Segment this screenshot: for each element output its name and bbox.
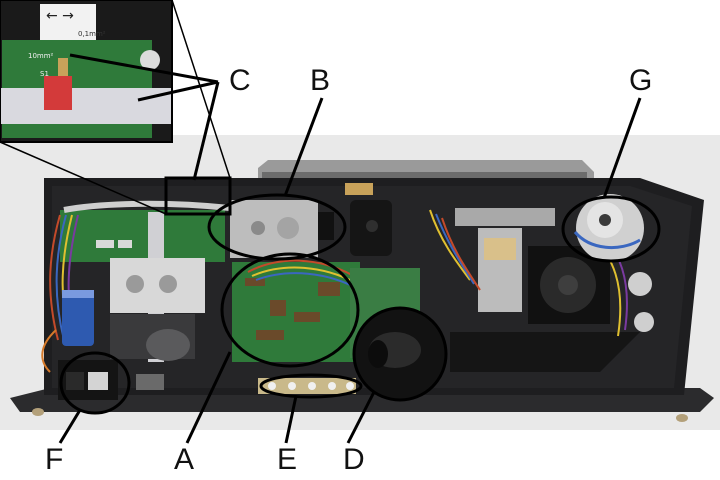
capacitor xyxy=(62,290,94,346)
clamp-screw-right xyxy=(159,275,177,293)
callout-b-ellipse xyxy=(207,193,347,261)
inset-red-connector xyxy=(44,76,72,110)
callout-e-ellipse xyxy=(259,373,363,399)
pulley-right-2 xyxy=(634,312,654,332)
leader-c-lower xyxy=(192,81,220,181)
mount-screw xyxy=(251,221,265,235)
pulley-wire xyxy=(573,230,641,250)
lens-glass xyxy=(368,340,388,368)
pcb-left xyxy=(60,210,225,262)
callout-label-b: B xyxy=(310,64,331,97)
leader-b xyxy=(283,97,324,197)
callout-f-ellipse xyxy=(59,351,131,415)
motor-hub xyxy=(366,220,378,232)
callout-label-c: C xyxy=(229,64,251,97)
pcb-center-components xyxy=(245,278,340,340)
inset-sticker xyxy=(40,4,96,40)
inset-link-left xyxy=(0,141,167,215)
inset-arrows: ← → xyxy=(46,8,74,24)
bolt-strip xyxy=(258,378,356,394)
leader-e xyxy=(284,395,298,444)
pcb-left-connectors xyxy=(96,240,132,248)
wire-bundle-left xyxy=(41,214,79,373)
callout-label-d: D xyxy=(343,443,365,476)
capacitor-top xyxy=(62,290,94,298)
transformer-rail xyxy=(455,208,555,226)
callout-label-a: A xyxy=(174,443,195,476)
top-ribbon xyxy=(63,200,231,213)
inset-screw xyxy=(140,50,160,70)
pulley-center xyxy=(599,214,611,226)
ramp-plate xyxy=(450,332,640,372)
brass-bracket xyxy=(345,183,373,195)
callout-c-rect xyxy=(164,176,232,216)
inset-ribbon xyxy=(0,88,172,124)
connector-b xyxy=(318,212,334,240)
foot-left xyxy=(32,408,44,416)
inset-text-left: 10mm² xyxy=(28,52,54,60)
inset-frame xyxy=(0,0,173,143)
foot-right xyxy=(676,414,688,422)
inset-text-s1: S1 xyxy=(40,70,49,78)
knob-b xyxy=(277,217,299,239)
clamp-block xyxy=(110,258,205,313)
serial-port xyxy=(136,374,164,390)
callout-a-ellipse xyxy=(220,252,360,368)
leader-a xyxy=(185,351,232,444)
leader-d xyxy=(346,391,376,444)
inset-link-right xyxy=(171,0,231,179)
power-socket-inlet xyxy=(66,372,84,390)
leader-g xyxy=(602,97,642,199)
motor-cylinder xyxy=(146,329,190,361)
clamp-screw-left xyxy=(126,275,144,293)
callout-shapes xyxy=(0,0,661,399)
bolt-heads xyxy=(268,382,354,390)
fuse-holder xyxy=(88,372,108,390)
callout-label-g: G xyxy=(629,64,653,97)
callout-g-ellipse xyxy=(561,195,661,263)
callout-label-f: F xyxy=(45,443,64,476)
pulley-right-1 xyxy=(628,272,652,296)
leader-lines xyxy=(0,0,642,444)
callout-label-e: E xyxy=(277,443,298,476)
inset-text-right: 0,1mm² xyxy=(78,30,106,38)
callout-d-circle xyxy=(352,306,448,402)
transformer-winding xyxy=(484,238,516,260)
fan-hub xyxy=(558,275,578,295)
mount-block-b xyxy=(230,200,318,258)
leader-c-upper xyxy=(69,53,219,84)
leader-f xyxy=(58,409,82,444)
inset-switch xyxy=(58,58,68,76)
leader-c-mid xyxy=(137,80,219,102)
